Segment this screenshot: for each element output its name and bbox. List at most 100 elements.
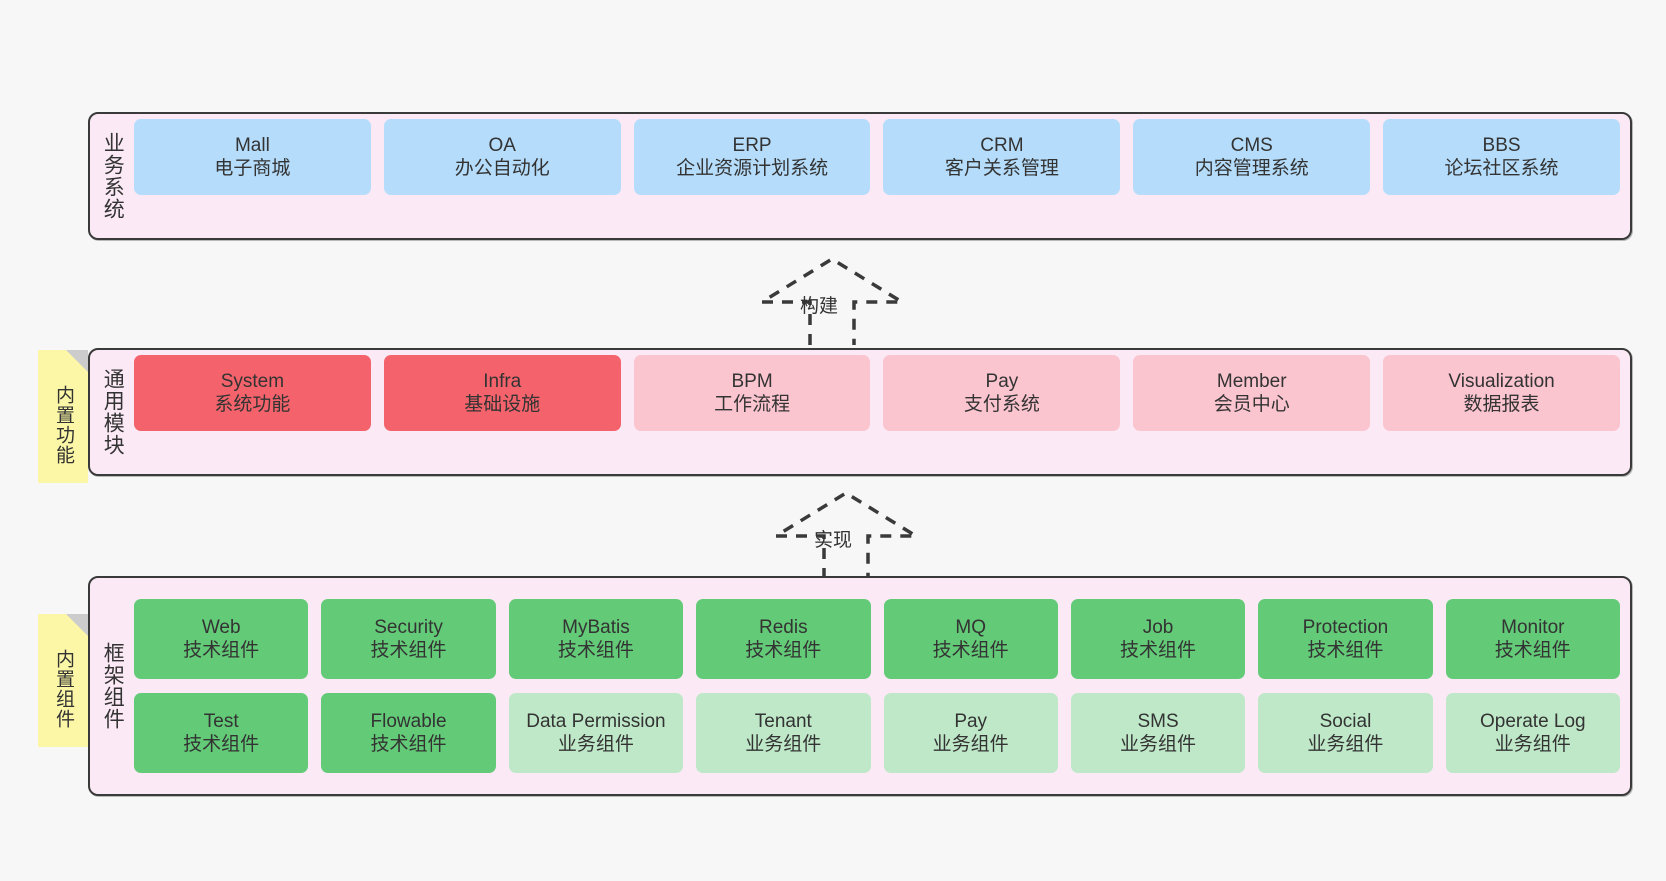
card-title: Test: [203, 710, 239, 732]
card-title: Member: [1216, 370, 1287, 392]
row-business-components: Test 技术组件 Flowable 技术组件 Data Permission …: [134, 693, 1620, 773]
row-business-systems: Mall 电子商城 OA 办公自动化 ERP 企业资源计划系统 CRM 客户关系…: [134, 119, 1620, 195]
card-title: BPM: [731, 370, 773, 392]
card-title: Social: [1319, 710, 1372, 732]
sticky-note-builtin-features: 内置功能: [38, 350, 88, 483]
card-title: Pay: [954, 710, 988, 732]
card-subtitle: 工作流程: [714, 394, 791, 415]
card-subtitle: 技术组件: [183, 734, 260, 755]
card-title: Monitor: [1501, 616, 1565, 638]
card-data-permission[interactable]: Data Permission 业务组件: [508, 693, 684, 773]
card-web[interactable]: Web 技术组件: [134, 599, 309, 679]
card-title: Infra: [483, 370, 522, 392]
row-tech-components: Web 技术组件 Security 技术组件 MyBatis 技术组件 Redi…: [134, 599, 1620, 679]
card-pay[interactable]: Pay 支付系统: [883, 355, 1121, 431]
section-title-common-modules: 通用模块: [101, 368, 125, 456]
card-title: BBS: [1482, 134, 1521, 156]
arrow-implement: 实现: [766, 489, 926, 579]
card-subtitle: 内容管理系统: [1194, 158, 1309, 179]
card-infra[interactable]: Infra 基础设施: [383, 355, 621, 431]
card-security[interactable]: Security 技术组件: [321, 599, 496, 679]
card-subtitle: 业务组件: [932, 734, 1009, 755]
card-cms[interactable]: CMS 内容管理系统: [1133, 119, 1371, 195]
card-member[interactable]: Member 会员中心: [1133, 355, 1371, 431]
card-title: Job: [1142, 616, 1174, 638]
section-body-common-modules: System 系统功能 Infra 基础设施 BPM 工作流程 Pay 支付系统…: [134, 350, 1630, 436]
card-subtitle: 技术组件: [1120, 640, 1197, 661]
card-subtitle: 技术组件: [370, 734, 447, 755]
card-subtitle: 技术组件: [183, 640, 260, 661]
note-fold-corner-icon: [66, 350, 88, 372]
card-crm[interactable]: CRM 客户关系管理: [883, 119, 1121, 195]
card-social[interactable]: Social 业务组件: [1258, 693, 1433, 773]
card-subtitle: 数据报表: [1463, 394, 1540, 415]
card-subtitle: 会员中心: [1213, 394, 1290, 415]
card-bpm[interactable]: BPM 工作流程: [633, 355, 871, 431]
card-subtitle: 技术组件: [745, 640, 822, 661]
dashed-hollow-arrow-up-icon: [755, 256, 909, 345]
section-body-framework-components: Web 技术组件 Security 技术组件 MyBatis 技术组件 Redi…: [134, 578, 1630, 794]
card-subtitle: 技术组件: [1307, 640, 1384, 661]
card-mybatis[interactable]: MyBatis 技术组件: [508, 599, 684, 679]
card-visualization[interactable]: Visualization 数据报表: [1383, 355, 1620, 431]
card-subtitle: 技术组件: [932, 640, 1009, 661]
card-title: CRM: [980, 134, 1024, 156]
section-title-framework-components: 框架组件: [101, 642, 125, 730]
arrow-build: 构建: [752, 255, 912, 345]
card-title: Mall: [234, 134, 270, 156]
card-title: System: [220, 370, 285, 392]
sticky-note-builtin-components: 内置组件: [38, 614, 88, 747]
card-subtitle: 业务组件: [745, 734, 822, 755]
card-subtitle: 技术组件: [557, 640, 634, 661]
card-title: CMS: [1230, 134, 1273, 156]
card-protection[interactable]: Protection 技术组件: [1258, 599, 1433, 679]
card-subtitle: 办公自动化: [454, 158, 550, 179]
card-pay-business[interactable]: Pay 业务组件: [883, 693, 1058, 773]
card-test[interactable]: Test 技术组件: [134, 693, 309, 773]
card-title: Protection: [1302, 616, 1389, 638]
card-title: Redis: [759, 616, 808, 638]
card-title: SMS: [1137, 710, 1179, 732]
card-title: Flowable: [370, 710, 447, 732]
card-sms[interactable]: SMS 业务组件: [1070, 693, 1246, 773]
section-title-business-systems: 业务系统: [101, 132, 125, 220]
section-business-systems: 业务系统 Mall 电子商城 OA 办公自动化 ERP 企业资源计划系统 CRM…: [88, 112, 1632, 240]
card-subtitle: 系统功能: [214, 394, 291, 415]
card-mq[interactable]: MQ 技术组件: [883, 599, 1058, 679]
card-title: Tenant: [754, 710, 812, 732]
card-title: Data Permission: [526, 710, 666, 732]
card-subtitle: 业务组件: [557, 734, 634, 755]
card-tenant[interactable]: Tenant 业务组件: [696, 693, 871, 773]
section-common-modules: 通用模块 System 系统功能 Infra 基础设施 BPM 工作流程 Pay…: [88, 348, 1632, 476]
card-title: Operate Log: [1479, 710, 1586, 732]
card-subtitle: 业务组件: [1307, 734, 1384, 755]
card-flowable[interactable]: Flowable 技术组件: [321, 693, 496, 773]
card-subtitle: 电子商城: [214, 158, 291, 179]
card-oa[interactable]: OA 办公自动化: [383, 119, 621, 195]
card-mall[interactable]: Mall 电子商城: [134, 119, 371, 195]
card-bbs[interactable]: BBS 论坛社区系统: [1383, 119, 1620, 195]
card-operate-log[interactable]: Operate Log 业务组件: [1445, 693, 1620, 773]
card-system[interactable]: System 系统功能: [134, 355, 371, 431]
section-body-business-systems: Mall 电子商城 OA 办公自动化 ERP 企业资源计划系统 CRM 客户关系…: [134, 114, 1630, 200]
card-subtitle: 基础设施: [464, 394, 541, 415]
card-subtitle: 技术组件: [1494, 640, 1571, 661]
card-title: Visualization: [1448, 370, 1555, 392]
card-erp[interactable]: ERP 企业资源计划系统: [633, 119, 871, 195]
card-redis[interactable]: Redis 技术组件: [696, 599, 871, 679]
card-title: Security: [374, 616, 443, 638]
card-title: ERP: [732, 134, 772, 156]
row-common-modules: System 系统功能 Infra 基础设施 BPM 工作流程 Pay 支付系统…: [134, 355, 1620, 431]
card-subtitle: 论坛社区系统: [1444, 158, 1559, 179]
card-job[interactable]: Job 技术组件: [1070, 599, 1246, 679]
card-subtitle: 企业资源计划系统: [676, 158, 829, 179]
sticky-note-label: 内置组件: [53, 648, 75, 729]
card-subtitle: 技术组件: [370, 640, 447, 661]
card-title: OA: [488, 134, 516, 156]
card-title: MQ: [955, 616, 986, 638]
card-subtitle: 客户关系管理: [944, 158, 1059, 179]
sticky-note-label: 内置功能: [53, 384, 75, 465]
card-subtitle: 业务组件: [1120, 734, 1197, 755]
card-monitor[interactable]: Monitor 技术组件: [1445, 599, 1620, 679]
card-subtitle: 支付系统: [963, 394, 1040, 415]
